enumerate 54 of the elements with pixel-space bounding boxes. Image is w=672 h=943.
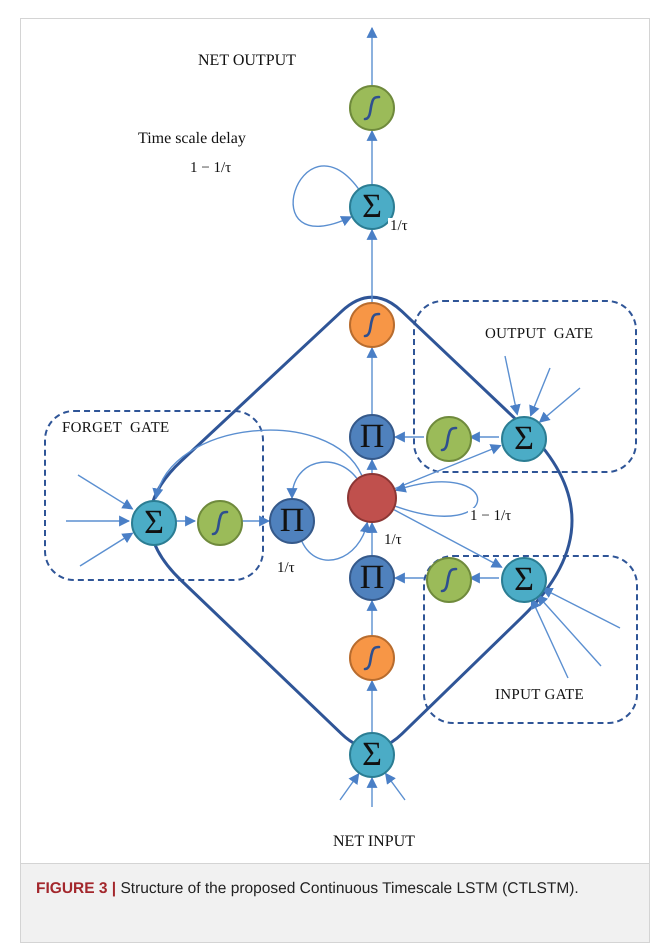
dashed-gate-box [44,410,264,581]
text-label: Time scale delay [138,130,246,148]
arrow [175,516,196,526]
product-node: Π [349,414,395,460]
arrow [366,130,378,184]
cell-state-circle [347,473,397,523]
sigmoid-node [426,416,472,462]
text-label: NET INPUT [333,833,415,851]
product-node: Π [349,555,395,601]
arrow [366,458,378,473]
arrow [301,521,370,561]
arrow [366,26,378,85]
arrow [287,461,358,500]
sigmoid-node [426,557,472,603]
product-node: Π [269,498,315,544]
arrow [366,346,378,414]
arrow [80,532,134,567]
arrow [536,594,602,666]
figure-caption: FIGURE 3 | Structure of the proposed Continuous Timescale LSTM (CTLSTM). [36,879,580,899]
gate-label: OUTPUT GATE [485,326,594,343]
arrow [542,588,620,629]
arrow [504,356,521,416]
arrow [384,772,406,800]
arrow [394,481,478,517]
dashed-gate-box [423,555,638,724]
arrow [394,444,502,490]
arrow [366,600,378,635]
arrow [241,516,270,526]
arrow [394,509,503,568]
arrow [339,772,360,800]
arrow [366,680,378,732]
arrow [366,522,378,555]
sum-node: Σ [501,416,547,462]
arrow [154,430,362,500]
sigmoid-node [197,500,243,546]
arrow [292,166,359,227]
dashed-gate-box [413,300,637,473]
arrow [78,474,134,510]
arrow [529,368,551,417]
arrow [538,387,580,423]
arrow [394,572,424,584]
sigmoid-node [349,85,395,131]
sum-node: Σ [131,500,177,546]
sigmoid-node [349,302,395,348]
gate-label: INPUT GATE [495,687,584,704]
sum-node: Σ [349,732,395,778]
gate-label: FORGET GATE [62,420,170,437]
arrow [66,516,130,526]
sigmoid-node [349,635,395,681]
sum-node: Σ [501,557,547,603]
arrow [366,776,378,807]
arrow [366,228,378,302]
arrow [394,432,424,442]
text-label: NET OUTPUT [198,52,296,70]
